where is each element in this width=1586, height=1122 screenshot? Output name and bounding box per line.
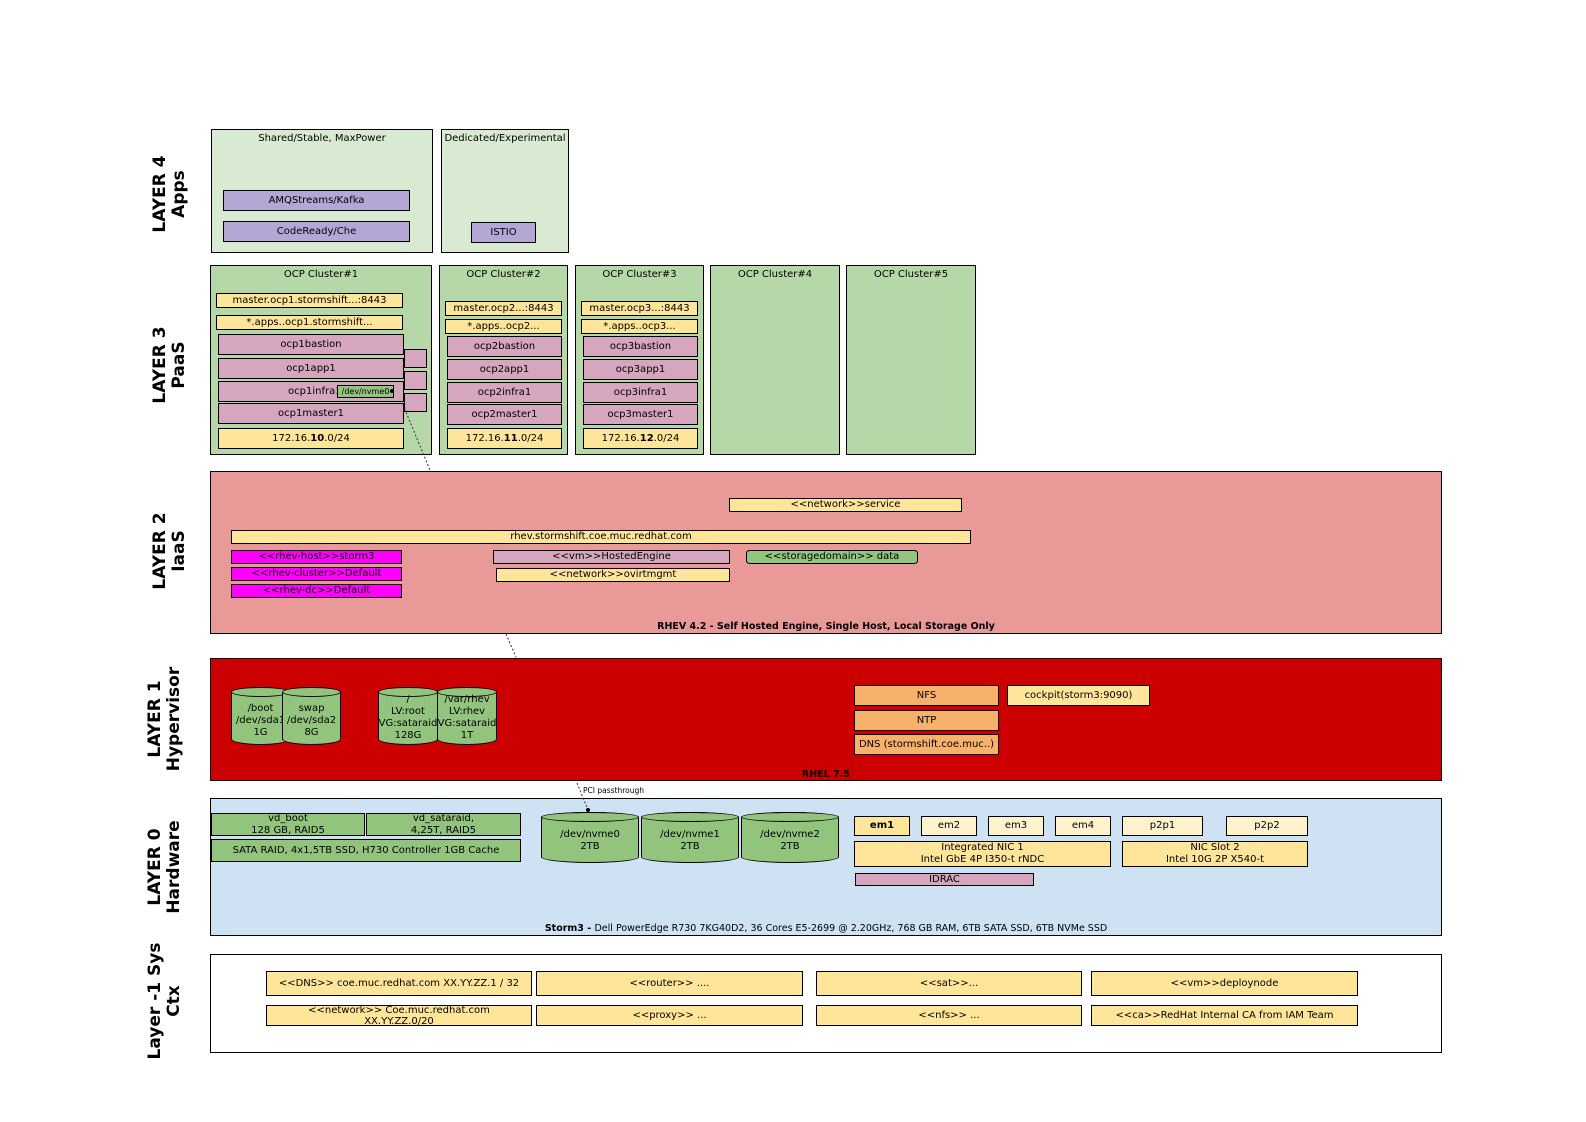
cluster2-master1[interactable]: ocp2master1 bbox=[447, 404, 562, 425]
cluster2-apps-url[interactable]: *.apps..ocp2... bbox=[445, 319, 562, 334]
cluster3-apps-url[interactable]: *.apps..ocp3... bbox=[581, 319, 698, 334]
nfs-service[interactable]: NFS bbox=[854, 685, 999, 706]
connector-layer2-to-layer1 bbox=[505, 633, 517, 658]
vd-sataraid[interactable]: vd_sataraid,4,25T, RAID5 bbox=[366, 813, 521, 836]
ocp-cluster-5: OCP Cluster#5 bbox=[846, 265, 976, 455]
ctx-deploynode[interactable]: <<vm>>deploynode bbox=[1091, 971, 1358, 996]
rhev-dc[interactable]: <<rhev-dc>>Default bbox=[231, 584, 402, 598]
ctx-nfs[interactable]: <<nfs>> ... bbox=[816, 1005, 1082, 1026]
cockpit-service[interactable]: cockpit(storm3:9090) bbox=[1007, 685, 1150, 706]
apps-dedicated-panel: Dedicated/Experimental ISTIO bbox=[441, 129, 569, 253]
app-istio[interactable]: ISTIO bbox=[471, 222, 536, 243]
ocp-cluster-2: OCP Cluster#2 master.ocp2...:8443 *.apps… bbox=[439, 265, 568, 455]
cluster2-infra1[interactable]: ocp2infra1 bbox=[447, 382, 562, 403]
cluster3-master1[interactable]: ocp3master1 bbox=[583, 404, 698, 425]
cluster1-stack-shadow-3 bbox=[404, 393, 427, 412]
storage-domain-data[interactable]: <<storagedomain>> data bbox=[746, 550, 918, 564]
cluster1-network[interactable]: 172.16.10.0/24 bbox=[218, 428, 404, 449]
ovirtmgmt-network[interactable]: <<network>>ovirtmgmt bbox=[496, 568, 730, 582]
port-p2p2[interactable]: p2p2 bbox=[1226, 816, 1308, 836]
hosted-engine-vm[interactable]: <<vm>>HostedEngine bbox=[493, 550, 730, 564]
cluster2-app1[interactable]: ocp2app1 bbox=[447, 359, 562, 380]
app-codeready[interactable]: CodeReady/Che bbox=[223, 221, 410, 242]
connector-nvme-to-layer2 bbox=[402, 404, 431, 471]
pci-passthrough-label: PCI passthrough bbox=[583, 786, 644, 795]
ocp-cluster-1: OCP Cluster#1 master.ocp1.stormshift...:… bbox=[210, 265, 432, 455]
apps-dedicated-title: Dedicated/Experimental bbox=[444, 133, 566, 144]
idrac[interactable]: IDRAC bbox=[855, 873, 1034, 886]
rhev-fqdn[interactable]: rhev.stormshift.coe.muc.redhat.com bbox=[231, 530, 971, 544]
rhev-host[interactable]: <<rhev-host>>storm3 bbox=[231, 550, 402, 564]
apps-shared-title: Shared/Stable, MaxPower bbox=[258, 133, 386, 144]
cluster2-bastion[interactable]: ocp2bastion bbox=[447, 336, 562, 357]
hypervisor-caption: RHEL 7.5 bbox=[802, 769, 850, 780]
cluster3-app1[interactable]: ocp3app1 bbox=[583, 359, 698, 380]
ctx-router[interactable]: <<router>> .... bbox=[536, 971, 803, 996]
cluster1-master-url[interactable]: master.ocp1.stormshift...:8443 bbox=[216, 293, 403, 308]
cluster3-infra1[interactable]: ocp3infra1 bbox=[583, 382, 698, 403]
cluster3-master-url[interactable]: master.ocp3...:8443 bbox=[581, 301, 698, 316]
ntp-service[interactable]: NTP bbox=[854, 710, 999, 731]
dns-service[interactable]: DNS (stormshift.coe.muc..) bbox=[854, 734, 999, 755]
sata-raid-controller[interactable]: SATA RAID, 4x1,5TB SSD, H730 Controller … bbox=[211, 839, 521, 862]
cluster1-apps-url[interactable]: *.apps..ocp1.stormshift... bbox=[216, 315, 403, 330]
service-network[interactable]: <<network>>service bbox=[729, 498, 962, 512]
cluster2-master-url[interactable]: master.ocp2...:8443 bbox=[445, 301, 562, 316]
hardware-caption: Storm3 - Dell PowerEdge R730 7KG40D2, 36… bbox=[544, 923, 1108, 934]
app-kafka[interactable]: AMQStreams/Kafka bbox=[223, 190, 410, 211]
apps-shared-panel: Shared/Stable, MaxPower AMQStreams/Kafka… bbox=[211, 129, 433, 253]
port-em4[interactable]: em4 bbox=[1055, 816, 1111, 836]
sysctx-panel: <<DNS>> coe.muc.redhat.com XX.YY.ZZ.1 / … bbox=[210, 954, 1442, 1053]
cluster1-stack-shadow-1 bbox=[404, 349, 427, 368]
ctx-dns[interactable]: <<DNS>> coe.muc.redhat.com XX.YY.ZZ.1 / … bbox=[266, 971, 532, 996]
ctx-proxy[interactable]: <<proxy>> ... bbox=[536, 1005, 803, 1026]
ctx-ca[interactable]: <<ca>>RedHat Internal CA from IAM Team bbox=[1091, 1005, 1358, 1026]
connector-dot-top bbox=[390, 389, 394, 393]
cluster1-master1[interactable]: ocp1master1 bbox=[218, 403, 404, 424]
cluster1-bastion[interactable]: ocp1bastion bbox=[218, 334, 404, 355]
ocp-cluster-4: OCP Cluster#4 bbox=[710, 265, 840, 455]
cluster2-network[interactable]: 172.16.11.0/24 bbox=[447, 428, 562, 449]
ocp-cluster-3: OCP Cluster#3 master.ocp3...:8443 *.apps… bbox=[575, 265, 704, 455]
cluster1-app1[interactable]: ocp1app1 bbox=[218, 358, 404, 379]
connector-dot-bottom bbox=[586, 808, 590, 812]
rhev-cluster[interactable]: <<rhev-cluster>>Default bbox=[231, 567, 402, 581]
ocp-cluster-1-title: OCP Cluster#1 bbox=[283, 269, 359, 280]
ocp-cluster-5-title: OCP Cluster#5 bbox=[873, 269, 949, 280]
port-em2[interactable]: em2 bbox=[921, 816, 977, 836]
port-em1[interactable]: em1 bbox=[854, 816, 910, 836]
cluster1-stack-shadow-2 bbox=[404, 371, 427, 390]
ctx-sat[interactable]: <<sat>>... bbox=[816, 971, 1082, 996]
connector-layer1-to-nvme0 bbox=[576, 782, 589, 811]
iaas-panel: <<network>>service rhev.stormshift.coe.m… bbox=[210, 471, 1442, 634]
ocp-cluster-2-title: OCP Cluster#2 bbox=[466, 269, 541, 280]
cluster3-network[interactable]: 172.16.12.0/24 bbox=[583, 428, 698, 449]
port-em3[interactable]: em3 bbox=[988, 816, 1044, 836]
ocp-cluster-4-title: OCP Cluster#4 bbox=[737, 269, 813, 280]
iaas-caption: RHEV 4.2 - Self Hosted Engine, Single Ho… bbox=[657, 621, 995, 632]
cluster3-bastion[interactable]: ocp3bastion bbox=[583, 336, 698, 357]
ocp-cluster-3-title: OCP Cluster#3 bbox=[602, 269, 677, 280]
port-p2p1[interactable]: p2p1 bbox=[1122, 816, 1203, 836]
